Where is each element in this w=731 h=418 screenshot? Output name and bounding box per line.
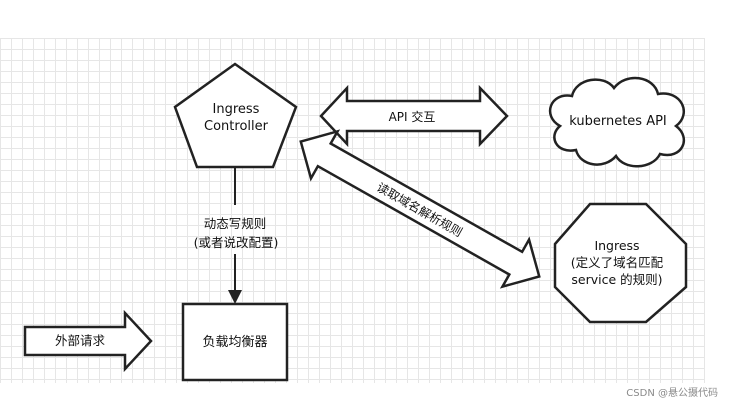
ingress-controller-label-line2: Controller [204, 119, 269, 134]
kubernetes-api-cloud-shape [548, 76, 686, 168]
load-balancer-label: 负载均衡器 [202, 335, 267, 350]
api-interaction-label: API 交互 [389, 109, 436, 124]
load-balancer-node: 负载均衡器 [181, 302, 289, 382]
kubernetes-api-node: kubernetes API [548, 76, 686, 168]
write-rules-arrowhead [228, 290, 242, 304]
read-rules-arrow-shape [299, 129, 541, 289]
external-request-arrow-shape [23, 309, 153, 373]
ingress-rule-node: Ingress (定义了域名匹配 service 的规则) [553, 202, 688, 324]
kubernetes-api-label: kubernetes API [569, 114, 667, 129]
external-request-label: 外部请求 [55, 333, 106, 348]
write-rules-label-line2: (或者说改配置) [194, 235, 279, 250]
ingress-controller-label-line1: Ingress [213, 102, 260, 117]
ingress-rule-octagon-shape [553, 202, 688, 324]
api-interaction-arrow-shape [319, 84, 509, 148]
ingress-rule-label-line1: Ingress [594, 238, 639, 253]
external-request-arrow: 外部请求 [23, 309, 153, 373]
ingress-rule-label-line3: service 的规则) [571, 272, 662, 287]
load-balancer-shape [181, 302, 289, 382]
read-rules-label: 读取域名解析规则 [374, 179, 465, 239]
watermark-text: CSDN @悬公摄代码 [626, 386, 718, 399]
write-rules-label-line1: 动态写规则 [204, 216, 267, 231]
ingress-controller-node: Ingress Controller [173, 62, 298, 169]
api-interaction-arrow: API 交互 [319, 84, 509, 148]
write-rules-arrow: 动态写规则 (或者说改配置) [194, 167, 279, 304]
read-rules-arrow: 读取域名解析规则 [299, 129, 541, 289]
ingress-rule-label-line2: (定义了域名匹配 [571, 255, 664, 270]
